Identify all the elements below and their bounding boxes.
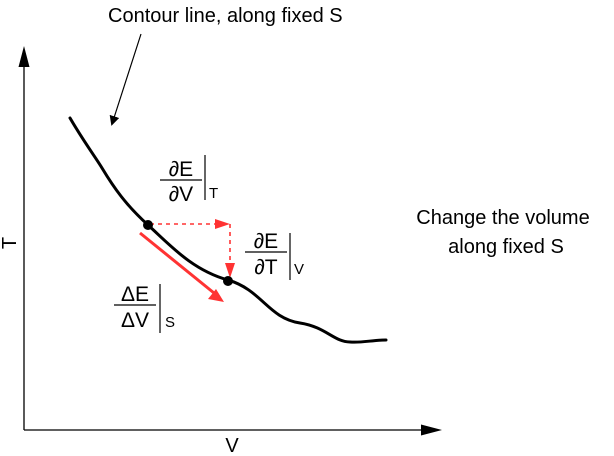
contour-label: Contour line, along fixed S — [108, 5, 343, 27]
svg-text:T: T — [209, 185, 218, 202]
vertical-arrowhead — [225, 263, 235, 278]
note-line-2: along fixed S — [448, 236, 564, 258]
svg-text:∂E: ∂E — [169, 158, 193, 181]
svg-text:ΔE: ΔE — [121, 283, 149, 306]
svg-text:S: S — [165, 314, 175, 331]
x-axis-label: V — [225, 435, 239, 456]
note-line-1: Change the volume — [416, 207, 589, 229]
point-end — [223, 276, 233, 286]
svg-text:∂E: ∂E — [254, 230, 278, 253]
horizontal-arrowhead — [215, 219, 230, 229]
y-axis-label: T — [0, 237, 21, 249]
point-start — [143, 220, 153, 230]
svg-text:∂V: ∂V — [169, 183, 193, 206]
derivative-dE-dV-T: ∂E ∂V T — [160, 155, 218, 206]
derivative-dE-dT-V: ∂E ∂T V — [245, 230, 304, 280]
contour-curve — [68, 116, 388, 344]
svg-text:V: V — [294, 261, 304, 278]
diagonal-arrow — [139, 231, 215, 295]
x-axis-arrowhead — [421, 424, 442, 436]
contour-pointer-arrow — [109, 33, 142, 126]
y-axis-arrowhead — [18, 46, 30, 67]
derivative-DE-DV-S: ΔE ΔV S — [114, 283, 175, 333]
svg-text:∂T: ∂T — [254, 256, 277, 279]
svg-text:ΔV: ΔV — [121, 309, 149, 332]
diagonal-arrowhead — [208, 289, 224, 302]
